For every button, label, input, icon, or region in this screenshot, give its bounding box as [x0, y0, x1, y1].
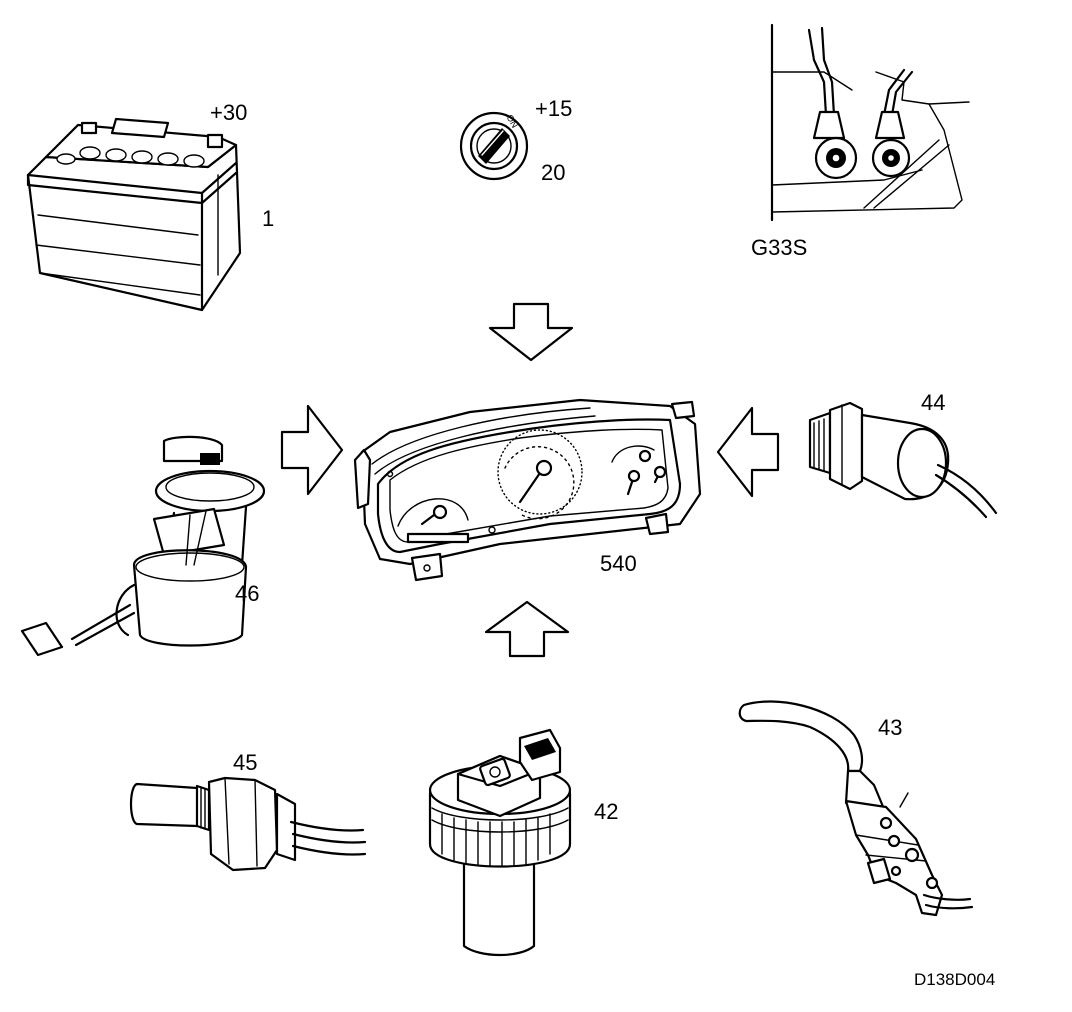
- ignition-switch-illustration: [459, 111, 529, 181]
- handbrake-switch-illustration: [738, 700, 974, 917]
- coolant-temp-sensor-illustration: [129, 776, 367, 872]
- figure-reference: D138D004: [914, 970, 996, 989]
- brake-fluid-level-sensor-label: 42: [594, 799, 619, 824]
- instrument-cluster-illustration: [353, 398, 702, 582]
- oil-pressure-sensor-label: 44: [921, 390, 946, 415]
- arrow-right-icon: [280, 404, 344, 496]
- arrow-left-icon: [716, 406, 780, 498]
- ground-point-illustration: [770, 23, 970, 222]
- instrument-cluster-label: 540: [600, 551, 637, 576]
- brake-fluid-level-sensor-illustration: [428, 728, 572, 956]
- handbrake-switch-label: 43: [878, 715, 903, 740]
- ignition-number-label: 20: [541, 160, 566, 185]
- fuel-pump-label: 46: [235, 581, 260, 606]
- arrow-up-icon: [484, 600, 570, 658]
- arrow-down-icon: [488, 302, 574, 362]
- ground-point-label: G33S: [751, 235, 808, 260]
- battery-number-label: 1: [262, 206, 275, 231]
- coolant-temp-sensor-label: 45: [233, 750, 258, 775]
- oil-pressure-sensor-illustration: [808, 401, 998, 519]
- battery-terminal-label: +30: [210, 100, 248, 125]
- ignition-terminal-label: +15: [535, 96, 573, 121]
- fuel-pump-illustration: [20, 435, 266, 657]
- battery-illustration: [26, 117, 242, 312]
